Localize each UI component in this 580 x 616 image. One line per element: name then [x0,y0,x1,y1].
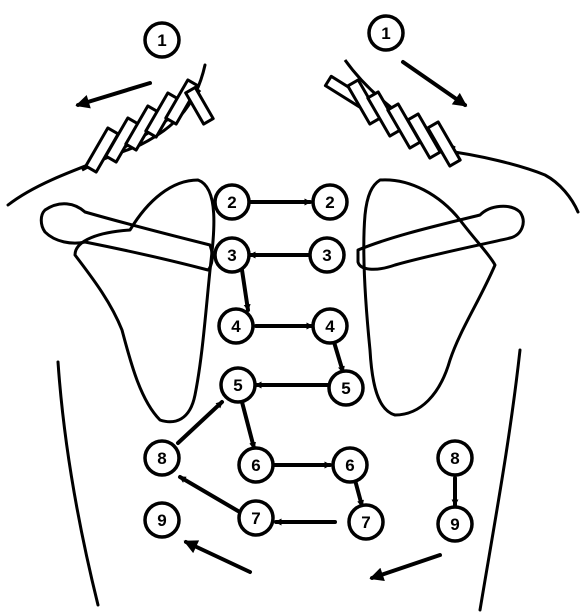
step-number: 5 [233,376,242,395]
left-strip [82,80,213,172]
step-marker-s9-right: 9 [438,507,472,541]
step-number: 9 [450,515,459,534]
step-number: 3 [322,246,331,265]
step-marker-s1-right: 1 [369,16,403,50]
body-outline [8,65,578,610]
step-number: 9 [157,511,166,530]
step-number: 4 [231,317,241,336]
step-marker-s6-right: 6 [333,448,367,482]
step-marker-s8-right: 8 [438,441,472,475]
step-marker-s5-right: 5 [329,371,363,405]
arrow-7-8 [180,477,238,511]
left-torso-edge [58,362,98,605]
step-number: 7 [361,513,370,532]
arrow-9-left [186,542,250,572]
step-marker-s7-left: 7 [239,501,273,535]
step-marker-s2-left: 2 [215,185,249,219]
right-torso-edge [480,350,520,610]
right-strip [325,60,460,166]
step-marker-s2-right: 2 [313,185,347,219]
step-marker-s3-left: 3 [215,238,249,272]
step-marker-s4-left: 4 [219,309,253,343]
step-marker-s3-right: 3 [310,238,344,272]
arrow-5-6 [242,402,254,448]
right-clavicle [358,206,523,269]
step-number: 1 [381,24,390,43]
arrow-9-right [372,555,440,578]
step-number: 6 [251,456,260,475]
step-marker-s9-left: 9 [145,503,179,537]
step-marker-s1-left: 1 [145,23,179,57]
arrow-3-4 [242,270,248,310]
arrow-8-5 [178,402,222,443]
step-marker-s4-right: 4 [313,309,347,343]
step-number: 8 [157,449,166,468]
step-marker-s8-left: 8 [145,441,179,475]
step-number: 6 [345,456,354,475]
step-number: 3 [227,246,236,265]
step-marker-s7-right: 7 [349,505,383,539]
left-clavicle [41,204,212,270]
step-number: 2 [227,193,236,212]
step-number: 2 [325,193,334,212]
step-number: 1 [157,31,166,50]
step-marker-s5-left: 5 [221,368,255,402]
arrow-6-7 [355,480,362,506]
step-number: 5 [341,379,350,398]
step-marker-s6-left: 6 [239,448,273,482]
step-number: 4 [325,317,335,336]
step-number: 8 [450,449,459,468]
arrow-1-right [403,62,465,105]
arrow-4-5 [334,342,343,372]
arrow-1-left [78,83,150,105]
step-number: 7 [251,509,260,528]
